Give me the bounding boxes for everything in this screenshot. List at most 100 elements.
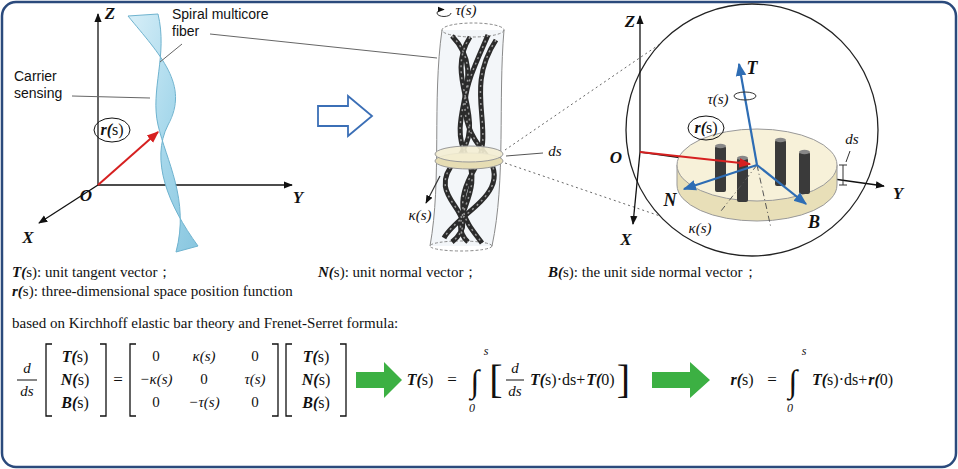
term-definition: : the unit side normal vector；	[574, 264, 758, 281]
axis-arrow	[639, 16, 640, 152]
derivative-symbol: d	[511, 360, 519, 377]
matrix-entry: 0	[152, 348, 160, 365]
matrix-entry: τ(s)	[244, 371, 265, 388]
dimension-mark	[839, 165, 847, 166]
fiber-slice	[435, 146, 503, 162]
fiber-core	[715, 144, 726, 148]
origin-label: O	[610, 148, 622, 168]
term-definition: : three-dimensional space position funct…	[34, 283, 293, 300]
axis-arrow	[97, 14, 98, 185]
term-definition: : unit normal vector；	[345, 264, 479, 281]
fiber-slice	[677, 129, 837, 221]
term-symbol: B(s)	[548, 264, 574, 281]
origin-label: O	[80, 186, 92, 206]
fraction-bar	[506, 380, 524, 381]
integral-sign: ∫	[471, 365, 480, 397]
matrix-entry: κ(s)	[192, 348, 215, 365]
vector-label: T	[747, 58, 758, 79]
integral-sign: ∫	[789, 365, 798, 397]
torsion-symbol	[437, 10, 451, 17]
bracket-symbol: [	[489, 360, 502, 400]
formula-term: T(s)·ds+	[812, 371, 867, 389]
matrix-bracket	[340, 344, 346, 416]
matrix-entry: 0	[152, 394, 160, 411]
axis-label: Z	[625, 12, 635, 32]
axis-label: Y	[893, 184, 903, 204]
integral-limit: s	[484, 345, 489, 359]
leader-line	[506, 153, 543, 156]
matrix-entry: B(s)	[302, 394, 330, 412]
transition-arrow	[318, 96, 372, 136]
equals-sign: =	[767, 370, 777, 390]
matrix-entry: −κ(s)	[139, 371, 172, 388]
formula-term: r(s)	[730, 371, 753, 389]
callout-label: Spiral multicore fiber	[172, 6, 290, 40]
dimension-label: ds	[845, 131, 858, 148]
matrix-bracket	[46, 344, 346, 416]
fiber-tube	[492, 30, 504, 246]
fiber-core	[775, 138, 786, 142]
fiber-core	[737, 156, 748, 160]
fiber-slice	[435, 146, 503, 169]
dimension-label: ds	[548, 143, 561, 160]
matrix-entry: B(s)	[61, 394, 89, 412]
fiber-core	[799, 152, 810, 194]
axis-label: X	[22, 228, 33, 248]
position-vector	[98, 132, 158, 185]
fiber-core	[445, 37, 470, 242]
leader-line	[210, 34, 437, 58]
leader-line	[72, 34, 437, 98]
matrix-entry: T(s)	[303, 348, 330, 366]
fiber-core	[444, 35, 494, 238]
axis-arrow	[39, 185, 98, 223]
frame-vector	[684, 64, 806, 204]
step-arrow	[652, 362, 710, 398]
axis-label: Y	[293, 188, 303, 208]
fiber-core	[715, 146, 726, 192]
matrix-entry: 0	[251, 348, 259, 365]
term-symbol: N(s)	[318, 264, 345, 281]
term-definition: : unit tangent vector；	[37, 264, 172, 281]
fraction-bar	[17, 380, 37, 381]
matrix-entry: 0	[200, 371, 208, 388]
torsion-label: τ(s)	[707, 91, 728, 108]
leader-line	[160, 44, 182, 62]
integral-limit: 0	[469, 402, 475, 416]
matrix-entry: 0	[251, 394, 259, 411]
fiber-core	[799, 150, 810, 154]
formula-term: T(0)	[586, 371, 614, 389]
torsion-symbol	[734, 92, 756, 100]
axis-arrow	[633, 16, 884, 224]
note-text: based on Kirchhoff elastic bar theory an…	[12, 315, 398, 332]
zoom-circle	[626, 4, 878, 256]
matrix-bracket	[46, 344, 52, 416]
vector-label: B	[808, 212, 820, 233]
term-symbol: T(s)	[12, 264, 37, 281]
fiber-core	[775, 140, 786, 186]
curvature-label: κ(s)	[688, 220, 711, 237]
matrix-entry: N(s)	[302, 371, 330, 389]
fiber-core	[445, 37, 470, 242]
curvature-label: κ(s)	[408, 207, 431, 224]
frame-vector	[739, 64, 757, 165]
integral-limit: 0	[787, 402, 793, 416]
carrier-ribbon	[128, 14, 198, 252]
label-circle	[688, 116, 724, 140]
frame-vector	[757, 165, 806, 204]
torsion-label: τ(s)	[455, 2, 476, 19]
axis-arrow	[633, 152, 640, 224]
fiber-core	[444, 35, 496, 243]
matrix-bracket	[286, 344, 292, 416]
fiber-tube	[442, 23, 504, 37]
derivative-symbol: ds	[508, 383, 521, 400]
axis-label: X	[620, 230, 631, 250]
curvature-arrow	[426, 176, 440, 203]
matrix-bracket	[272, 344, 278, 416]
matrix-entry: T(s)	[62, 348, 89, 366]
formula-term: r(0)	[868, 371, 893, 389]
equals-sign: =	[113, 370, 123, 390]
vector-label: r(s)	[694, 119, 717, 137]
fiber-tube	[430, 30, 504, 246]
vector-label: r(s)	[100, 121, 123, 139]
